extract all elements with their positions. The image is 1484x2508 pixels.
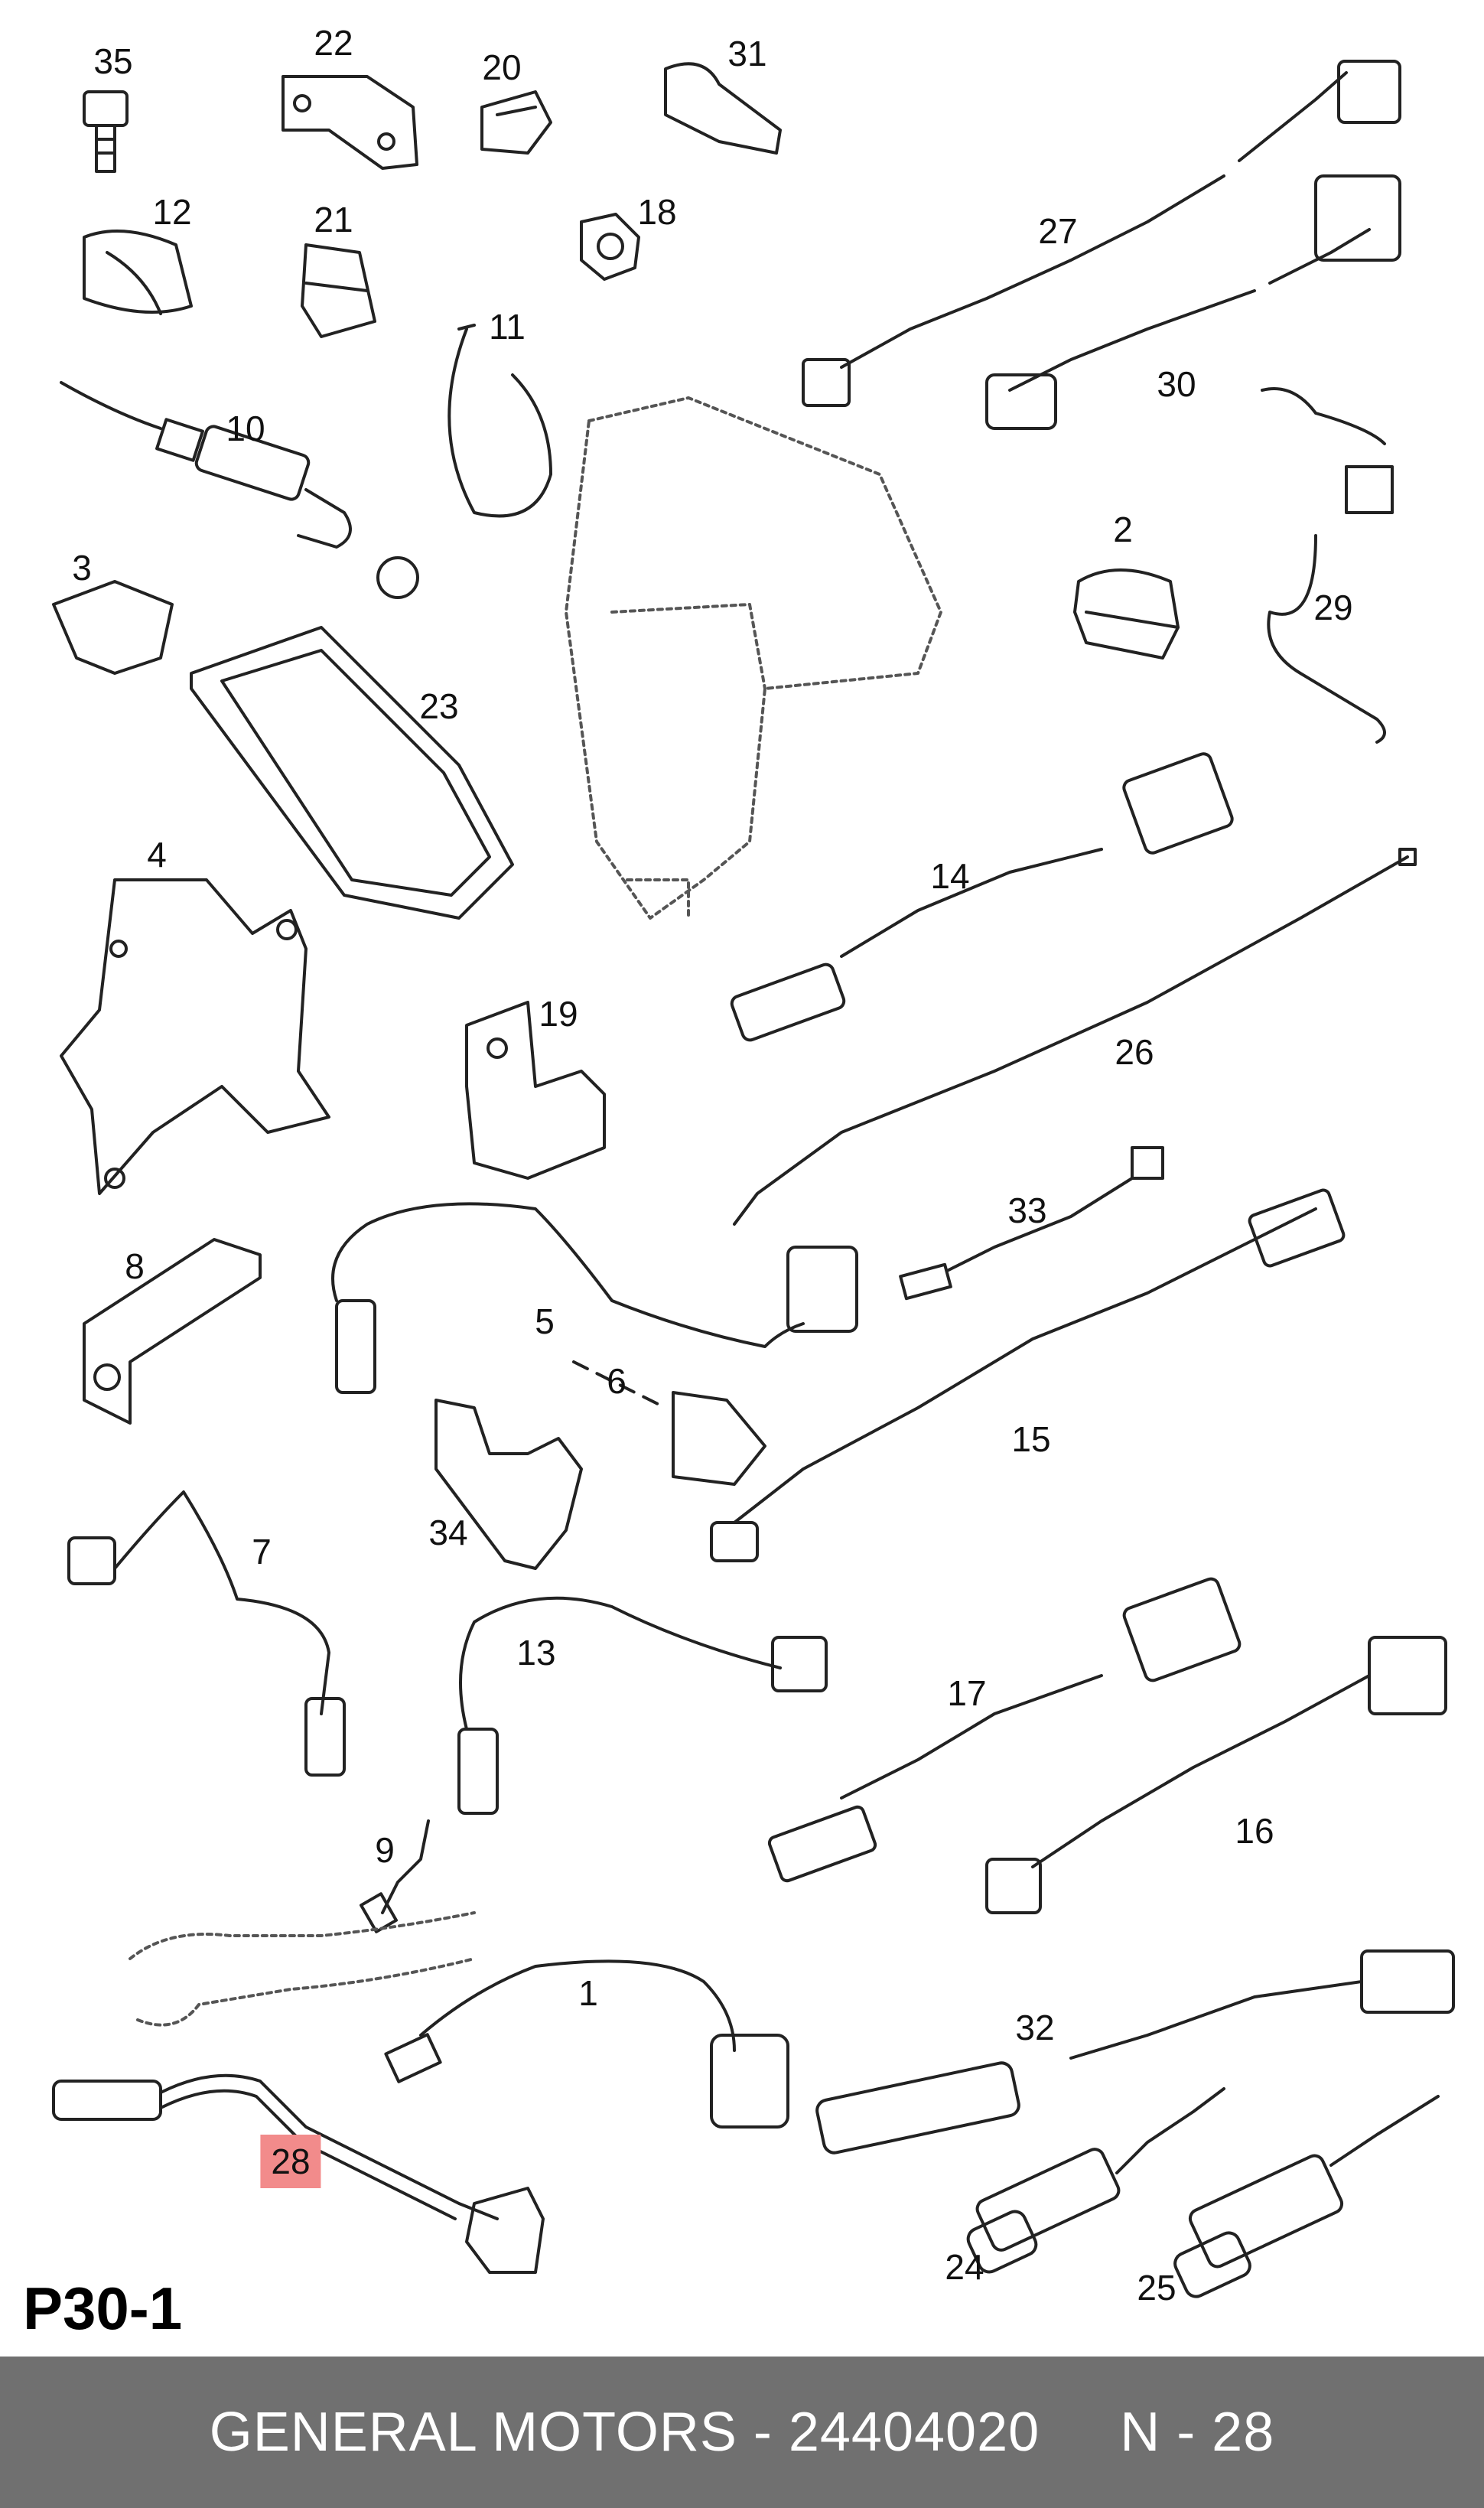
callout-12: 12: [152, 192, 192, 232]
part-22-bracket: [282, 75, 418, 170]
part-1-sensor: [384, 1959, 789, 2129]
callout-22: 22: [314, 23, 353, 63]
part-17-sensor: [767, 1577, 1242, 1883]
callout-32: 32: [1015, 2008, 1055, 2047]
part-5-sensor: [331, 1202, 858, 1394]
part-27-sensor: [802, 60, 1401, 407]
part-23-heat-shield: [190, 626, 514, 920]
part-35-bolt: [83, 90, 129, 173]
callout-18: 18: [637, 192, 677, 232]
callout-6: 6: [607, 1361, 626, 1401]
part-32-sensor: [815, 1949, 1455, 2155]
part-26-cable: [733, 848, 1417, 1226]
part-31-clip: [664, 62, 782, 155]
part-34-shield: [434, 1399, 583, 1570]
part-8-bracket: [83, 1238, 262, 1425]
part-9-sensor: [360, 1819, 430, 1933]
part-30-sensor: [985, 174, 1401, 430]
part-25-sensor: [1173, 2095, 1440, 2298]
part-12-clamp: [83, 230, 193, 315]
part-21-clip: [301, 243, 376, 338]
callout-20: 20: [482, 47, 522, 87]
part-16-sensor: [985, 1636, 1447, 1914]
callout-23: 23: [419, 686, 459, 726]
part-2-clamp: [1073, 568, 1180, 660]
part-7-sensor: [67, 1490, 346, 1777]
callout-34: 34: [428, 1513, 468, 1552]
part-6-connector: [572, 1360, 766, 1486]
callout-25: 25: [1137, 2268, 1176, 2308]
footer-text: GENERAL MOTORS - 24404020 N - 28: [209, 2402, 1275, 2463]
callout-8: 8: [125, 1246, 145, 1286]
callout-9: 9: [375, 1830, 395, 1870]
callout-3: 3: [72, 548, 92, 588]
callout-1: 1: [578, 1973, 598, 2013]
part-19-bracket: [465, 1001, 606, 1180]
part-24-sensor: [966, 2087, 1225, 2274]
callout-26: 26: [1115, 1032, 1154, 1072]
callout-35: 35: [93, 41, 133, 81]
callout-5: 5: [535, 1301, 555, 1341]
exploded-parts-diagram: [52, 60, 1455, 2298]
callout-16: 16: [1235, 1811, 1274, 1851]
callout-27: 27: [1038, 211, 1078, 251]
callout-10: 10: [226, 409, 265, 448]
callout-31: 31: [727, 34, 767, 73]
callout-7: 7: [252, 1532, 272, 1572]
part-4-bracket: [60, 878, 330, 1195]
callout-29: 29: [1313, 588, 1353, 627]
callout-11: 11: [489, 307, 526, 347]
callout-15: 15: [1011, 1419, 1051, 1459]
part-18-nut: [580, 213, 640, 281]
part-15-sensor: [710, 1188, 1346, 1562]
part-13-sensor: [457, 1596, 828, 1815]
part-29-sensor: [1261, 387, 1394, 744]
part-33-sensor: [899, 1146, 1164, 1301]
callout-24: 24: [945, 2247, 984, 2287]
callout-30: 30: [1157, 364, 1196, 404]
callout-2: 2: [1113, 510, 1133, 549]
callout-28-highlighted: 28: [260, 2135, 321, 2188]
callout-17: 17: [947, 1673, 987, 1713]
callout-14: 14: [930, 856, 970, 896]
callout-19: 19: [539, 994, 578, 1034]
exhaust-pipe-reference: [129, 1911, 476, 2027]
part-3-clip: [52, 580, 174, 675]
callout-33: 33: [1007, 1190, 1047, 1230]
footer-bar: GENERAL MOTORS - 24404020 N - 28: [0, 2357, 1484, 2508]
callout-4: 4: [147, 835, 167, 875]
exhaust-manifold-reference: [565, 396, 942, 920]
part-20-clip: [480, 90, 552, 155]
part-11-strap: [447, 324, 552, 518]
callout-21: 21: [314, 200, 353, 239]
part-28-sensor: [52, 2073, 545, 2274]
callout-13: 13: [516, 1633, 556, 1673]
part-10-sensor: [60, 381, 419, 599]
part-14-sensor: [730, 752, 1234, 1042]
page-code: P30-1: [23, 2275, 183, 2342]
